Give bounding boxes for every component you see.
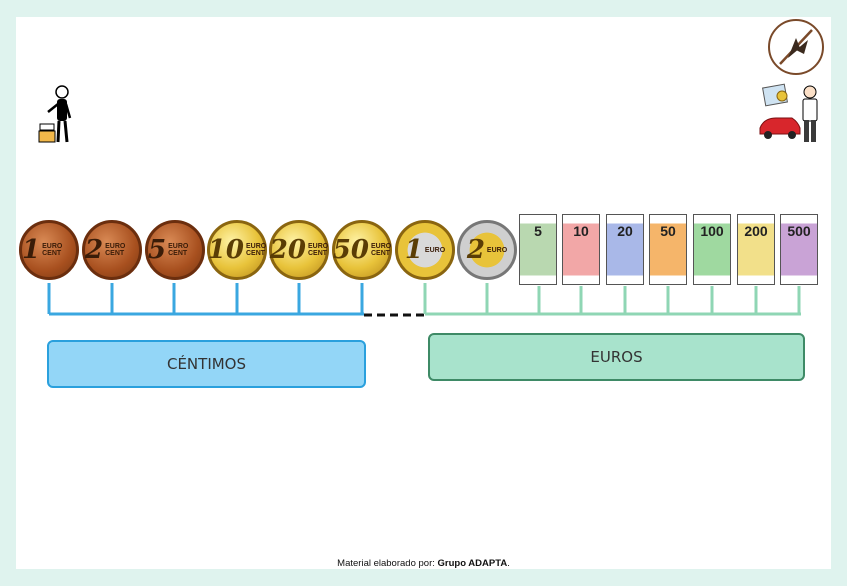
banknote: 500 bbox=[780, 214, 818, 285]
coin-value: 20 bbox=[269, 235, 306, 265]
banknote-value: 100 bbox=[700, 223, 724, 239]
coin-caption: EURO CENT bbox=[42, 243, 63, 257]
banknote-value: 10 bbox=[573, 223, 589, 239]
footer-prefix: Material elaborado por: bbox=[337, 558, 435, 569]
coin-caption: EURO bbox=[424, 246, 446, 254]
banknote-value: 500 bbox=[787, 223, 811, 239]
coin-value: 5 bbox=[148, 235, 167, 265]
scissors-pictogram-icon bbox=[768, 19, 824, 75]
coin-caption: EURO CENT bbox=[245, 243, 267, 257]
banknote-value: 5 bbox=[534, 223, 542, 239]
coin-value: 1 bbox=[404, 235, 423, 265]
person-with-car-money-icon bbox=[759, 83, 818, 142]
banknote: 100 bbox=[693, 214, 731, 285]
banknote: 200 bbox=[737, 214, 775, 285]
banknote-value: 20 bbox=[617, 223, 633, 239]
person-paying-icon bbox=[38, 85, 72, 143]
footer-suffix: . bbox=[507, 558, 510, 569]
coin-caption: EURO CENT bbox=[105, 243, 126, 257]
coin-value: 1 bbox=[22, 235, 41, 265]
coin-value: 50 bbox=[332, 235, 369, 265]
centimos-label-box: CÉNTIMOS bbox=[47, 340, 366, 388]
banknote: 20 bbox=[606, 214, 644, 285]
coin-caption: EURO bbox=[486, 246, 508, 254]
coin-caption: EURO CENT bbox=[370, 243, 392, 257]
coin-value: 2 bbox=[85, 235, 104, 265]
coin-caption: EURO CENT bbox=[307, 243, 329, 257]
banknote: 10 bbox=[562, 214, 600, 285]
centimos-label: CÉNTIMOS bbox=[166, 355, 247, 373]
banknote-value: 50 bbox=[660, 223, 676, 239]
footer-credit: Material elaborado por: Grupo ADAPTA. bbox=[0, 558, 847, 569]
euros-label-box: EUROS bbox=[428, 333, 805, 381]
banknote: 50 bbox=[649, 214, 687, 285]
banknote: 5 bbox=[519, 214, 557, 285]
coin-value: 10 bbox=[207, 235, 244, 265]
euros-label: EUROS bbox=[590, 348, 643, 366]
coin-caption: EURO CENT bbox=[168, 243, 189, 257]
banknote-value: 200 bbox=[744, 223, 768, 239]
coin-value: 2 bbox=[466, 235, 485, 265]
footer-author: Grupo ADAPTA bbox=[437, 558, 508, 569]
